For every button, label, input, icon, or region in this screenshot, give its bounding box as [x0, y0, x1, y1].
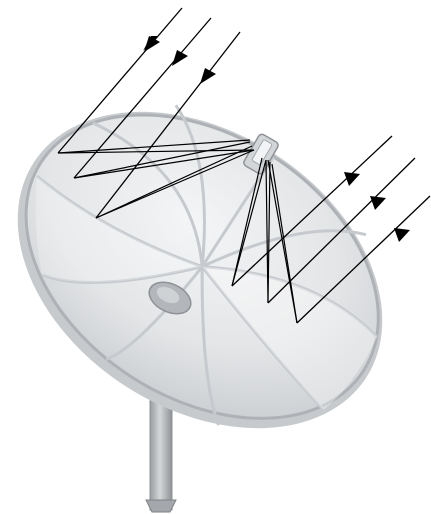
arrowhead-icon [394, 228, 410, 242]
arrowhead-icon [200, 68, 216, 84]
dish-reflector [0, 46, 431, 493]
arrowhead-icon [370, 196, 386, 210]
arrowheads-left [143, 36, 216, 84]
arrowhead-icon [172, 50, 188, 66]
arrowhead-icon [144, 36, 160, 52]
